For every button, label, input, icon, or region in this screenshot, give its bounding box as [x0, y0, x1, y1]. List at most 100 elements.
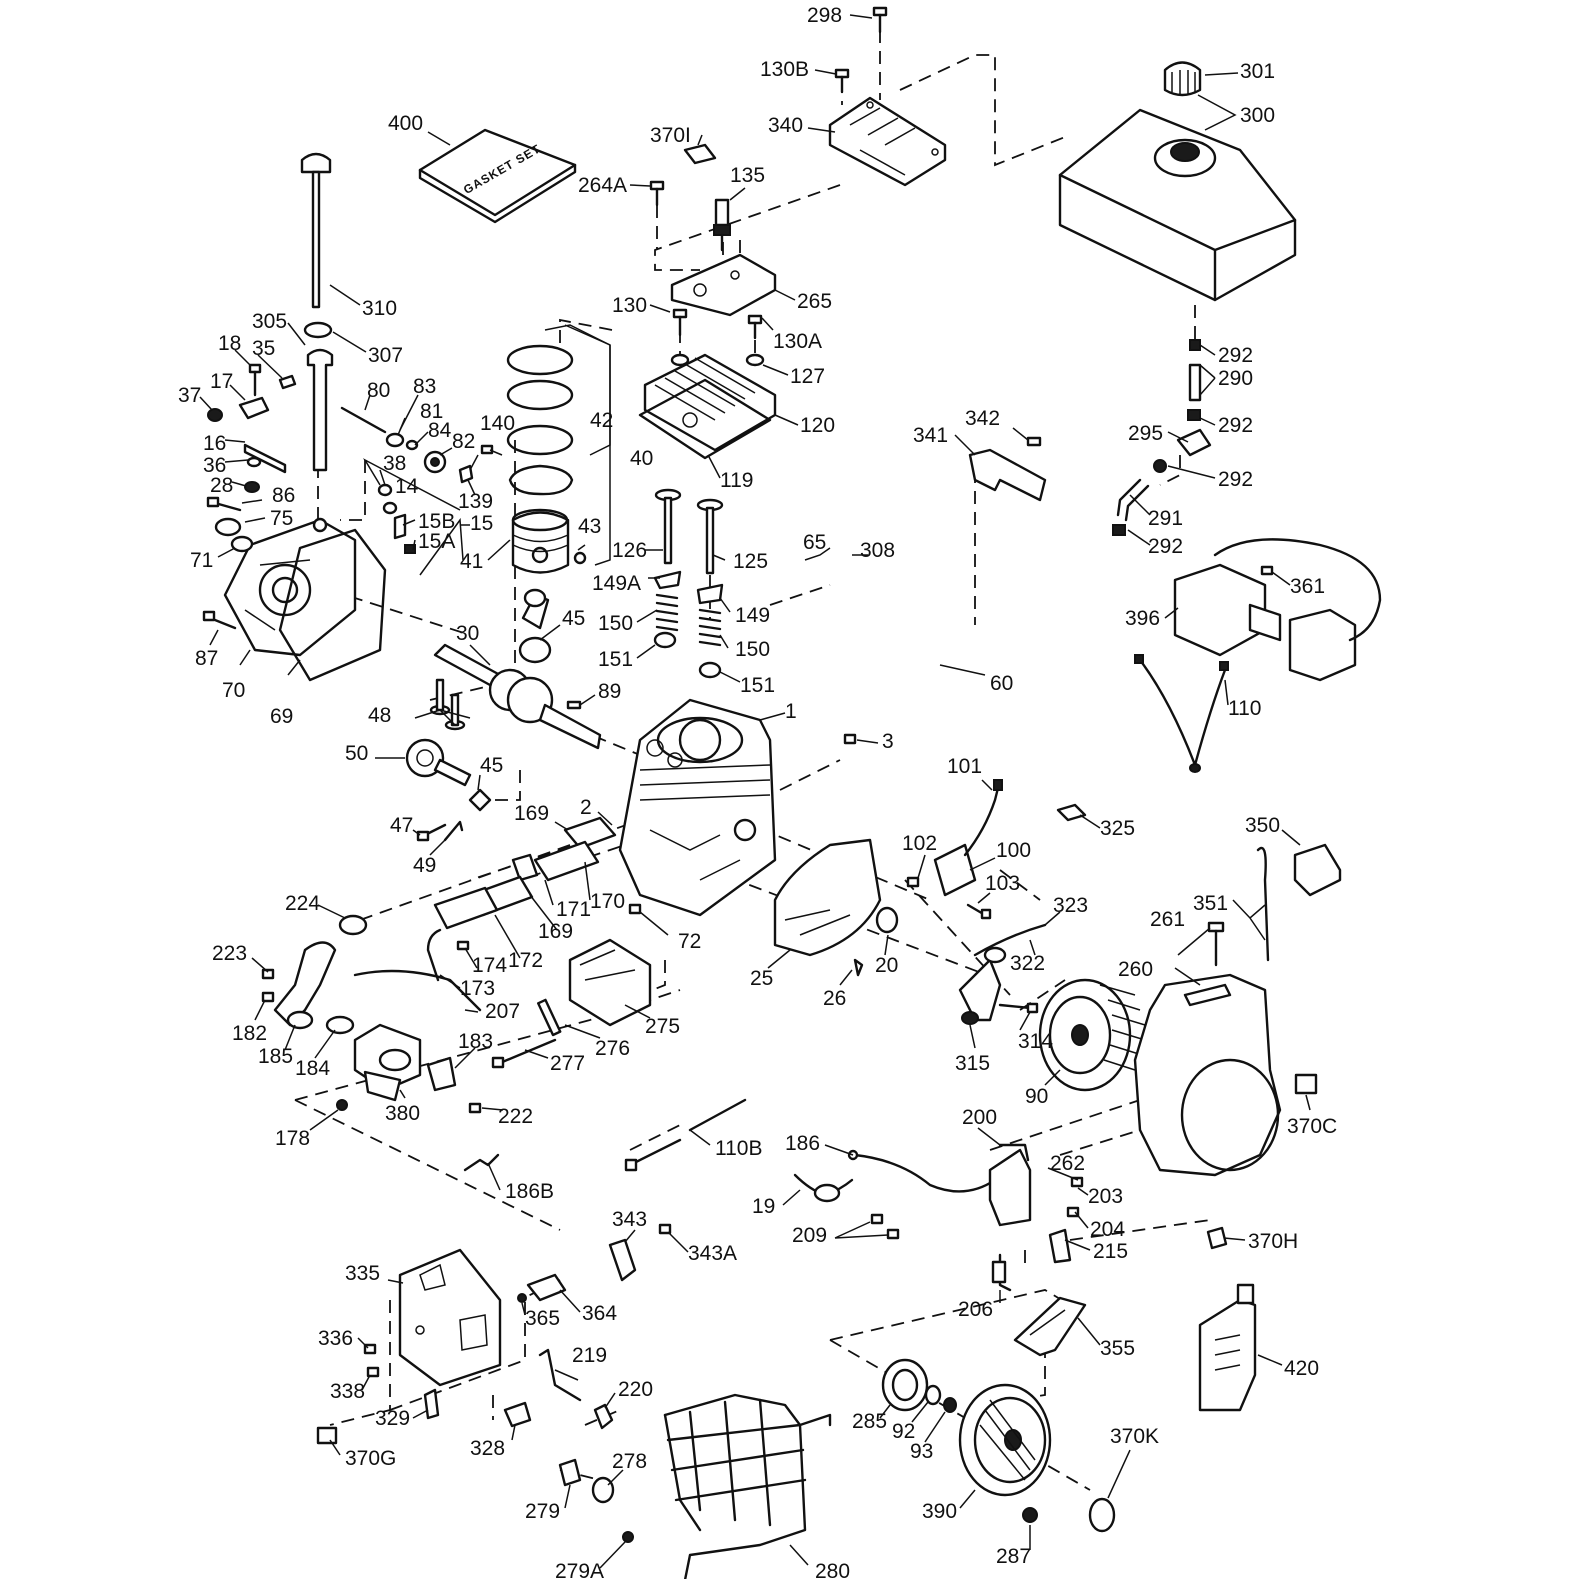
callout-278: 278	[612, 1450, 647, 1473]
callout-222: 222	[498, 1105, 533, 1128]
starter-handle-355	[1013, 1296, 1087, 1357]
callout-140: 140	[480, 412, 515, 435]
callout-69: 69	[270, 705, 293, 728]
callout-173: 173	[460, 977, 495, 1000]
callout-38: 38	[383, 452, 406, 475]
callout-340: 340	[768, 114, 803, 137]
wire-harness-110	[1134, 654, 1229, 773]
callout-100: 100	[996, 839, 1031, 862]
callout-215: 215	[1093, 1240, 1128, 1263]
callout-280: 280	[815, 1560, 850, 1579]
tag-370i	[683, 143, 717, 165]
callout-370k: 370K	[1110, 1425, 1159, 1448]
callout-203: 203	[1088, 1185, 1123, 1208]
callout-15a: 15A	[418, 530, 455, 553]
callout-335: 335	[345, 1262, 380, 1285]
callout-183: 183	[458, 1030, 493, 1053]
callout-277: 277	[550, 1052, 585, 1075]
callout-287: 287	[996, 1545, 1031, 1568]
gasket-set-400: GASKET SET	[418, 128, 577, 224]
callout-174: 174	[472, 954, 507, 977]
callout-219: 219	[572, 1344, 607, 1367]
callout-126: 126	[612, 539, 647, 562]
callout-390: 390	[922, 1500, 957, 1523]
callout-285: 285	[852, 1410, 887, 1433]
callout-380: 380	[385, 1102, 420, 1125]
o-ring-370k	[1088, 1497, 1116, 1533]
callout-343a: 343A	[688, 1242, 737, 1265]
callout-leader-lines	[199, 14, 1311, 1569]
callout-19: 19	[752, 1195, 775, 1218]
control-bracket-200	[988, 1143, 1072, 1292]
callout-261: 261	[1150, 908, 1185, 931]
callout-343: 343	[612, 1208, 647, 1231]
callout-323: 323	[1053, 894, 1088, 917]
callout-328: 328	[470, 1437, 505, 1460]
callout-338: 338	[330, 1380, 365, 1403]
callout-364: 364	[582, 1302, 617, 1325]
callout-178: 178	[275, 1127, 310, 1150]
ignition-module-100-101-102-103	[906, 779, 1003, 920]
callout-170: 170	[590, 890, 625, 913]
callout-14: 14	[395, 475, 419, 498]
bolt-261	[1207, 921, 1225, 967]
callout-47: 47	[390, 814, 413, 837]
callout-83: 83	[413, 375, 436, 398]
callout-292: 292	[1218, 468, 1253, 491]
callout-184: 184	[295, 1057, 330, 1080]
callout-125: 125	[733, 550, 768, 573]
callout-420: 420	[1284, 1357, 1319, 1380]
dipstick-tube-305	[306, 348, 334, 472]
crankshaft-30	[433, 643, 602, 750]
callout-209: 209	[792, 1224, 827, 1247]
callout-40: 40	[630, 447, 653, 470]
callout-300: 300	[1240, 104, 1275, 127]
fuel-fittings-292-290-295	[1112, 339, 1212, 536]
washer-92-nut-93	[924, 1384, 957, 1413]
callout-350: 350	[1245, 814, 1280, 837]
o-ring-307	[303, 321, 333, 339]
tag-370h	[1206, 1226, 1228, 1250]
piston-clip-43	[573, 551, 587, 565]
bolt-130a	[747, 314, 763, 340]
bracket-341	[968, 436, 1047, 502]
callout-292: 292	[1218, 414, 1253, 437]
callout-207: 207	[485, 1000, 520, 1023]
callout-37: 37	[178, 384, 201, 407]
callout-307: 307	[368, 344, 403, 367]
callout-110b: 110B	[715, 1137, 763, 1160]
breather-tube-173	[426, 928, 442, 982]
callout-292: 292	[1148, 535, 1183, 558]
choke-link-110b	[624, 1098, 747, 1172]
valve-125	[696, 498, 724, 575]
screws-209-262-203-204	[870, 1176, 1084, 1240]
head-gasket-119	[638, 378, 772, 460]
callout-49: 49	[413, 854, 436, 877]
callout-182: 182	[232, 1022, 267, 1045]
callout-102: 102	[902, 832, 937, 855]
tappets-48	[429, 678, 466, 731]
callout-310: 310	[362, 297, 397, 320]
callout-110: 110	[1228, 697, 1261, 720]
nut-287	[1022, 1507, 1038, 1523]
callout-305: 305	[252, 310, 287, 333]
bolt-130	[672, 308, 688, 337]
callout-224: 224	[285, 892, 320, 915]
callout-139: 139	[458, 490, 493, 513]
callout-341: 341	[913, 424, 948, 447]
head-plate-265	[670, 253, 777, 317]
callout-93: 93	[910, 1440, 933, 1463]
callout-2: 2	[580, 796, 592, 819]
callout-262: 262	[1050, 1152, 1085, 1175]
callout-15b: 15B	[418, 510, 455, 533]
callout-279: 279	[525, 1500, 560, 1523]
callout-70: 70	[222, 679, 245, 702]
callout-90: 90	[1025, 1085, 1048, 1108]
callout-81: 81	[420, 400, 443, 423]
callout-295: 295	[1128, 422, 1163, 445]
fuel-hose-351-filter-350	[1256, 843, 1342, 962]
valve-springs-150	[655, 593, 722, 647]
callout-265: 265	[797, 290, 832, 313]
callout-260: 260	[1118, 958, 1153, 981]
